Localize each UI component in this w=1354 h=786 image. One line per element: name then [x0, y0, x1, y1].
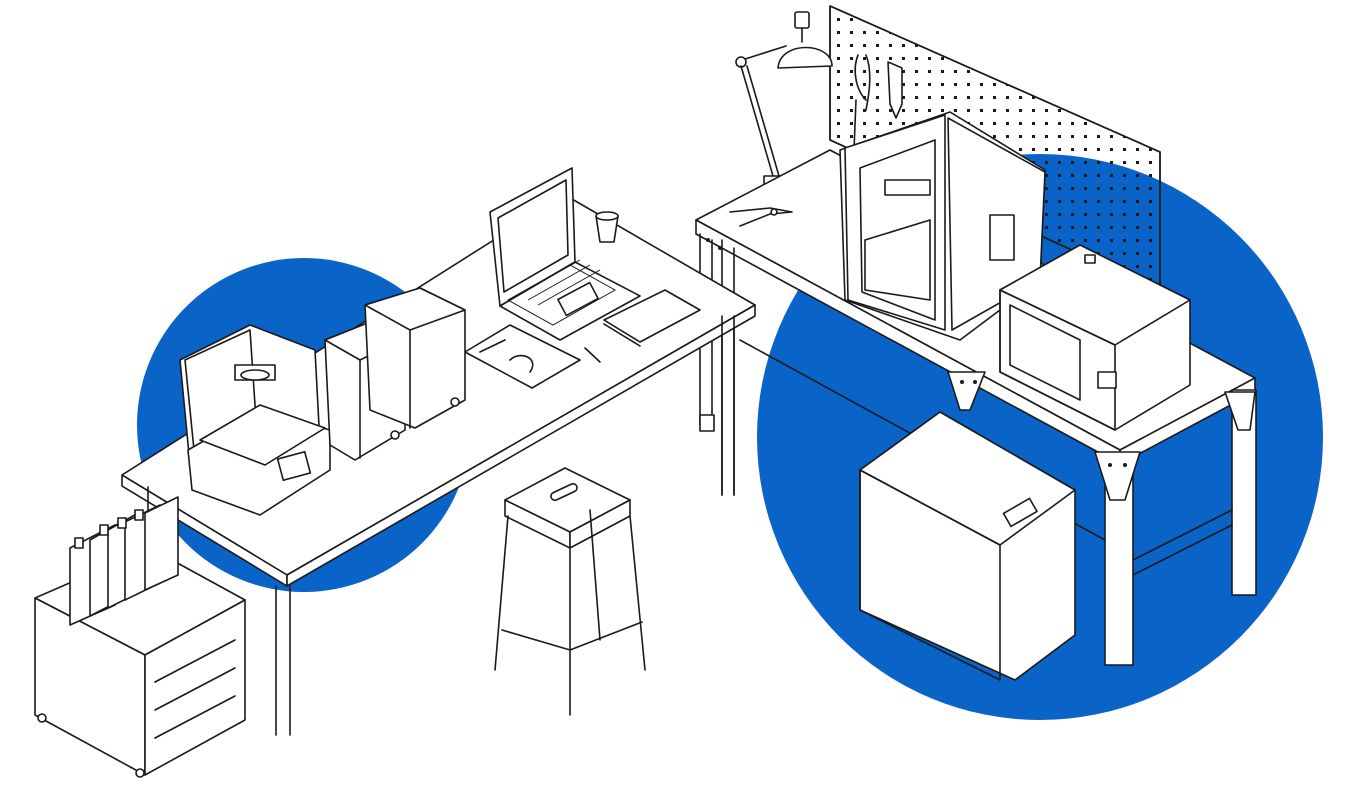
floor-printer-right — [859, 411, 1076, 681]
glass-icon — [595, 211, 619, 243]
sketch-paper — [464, 324, 601, 389]
cure-box-right — [999, 244, 1191, 431]
notebook — [603, 289, 701, 347]
resin-printer-left — [179, 324, 331, 516]
wire-cutter-icon — [729, 207, 793, 227]
laptop — [489, 167, 641, 341]
cure-station-left — [364, 287, 466, 429]
rolling-cabinet — [34, 547, 246, 778]
spatula-hanging-icon — [887, 61, 903, 119]
pliers-hanging-icon — [854, 54, 871, 111]
stool — [494, 467, 646, 716]
resin-bottles — [69, 496, 179, 626]
fdm-printer-right — [839, 111, 1046, 341]
